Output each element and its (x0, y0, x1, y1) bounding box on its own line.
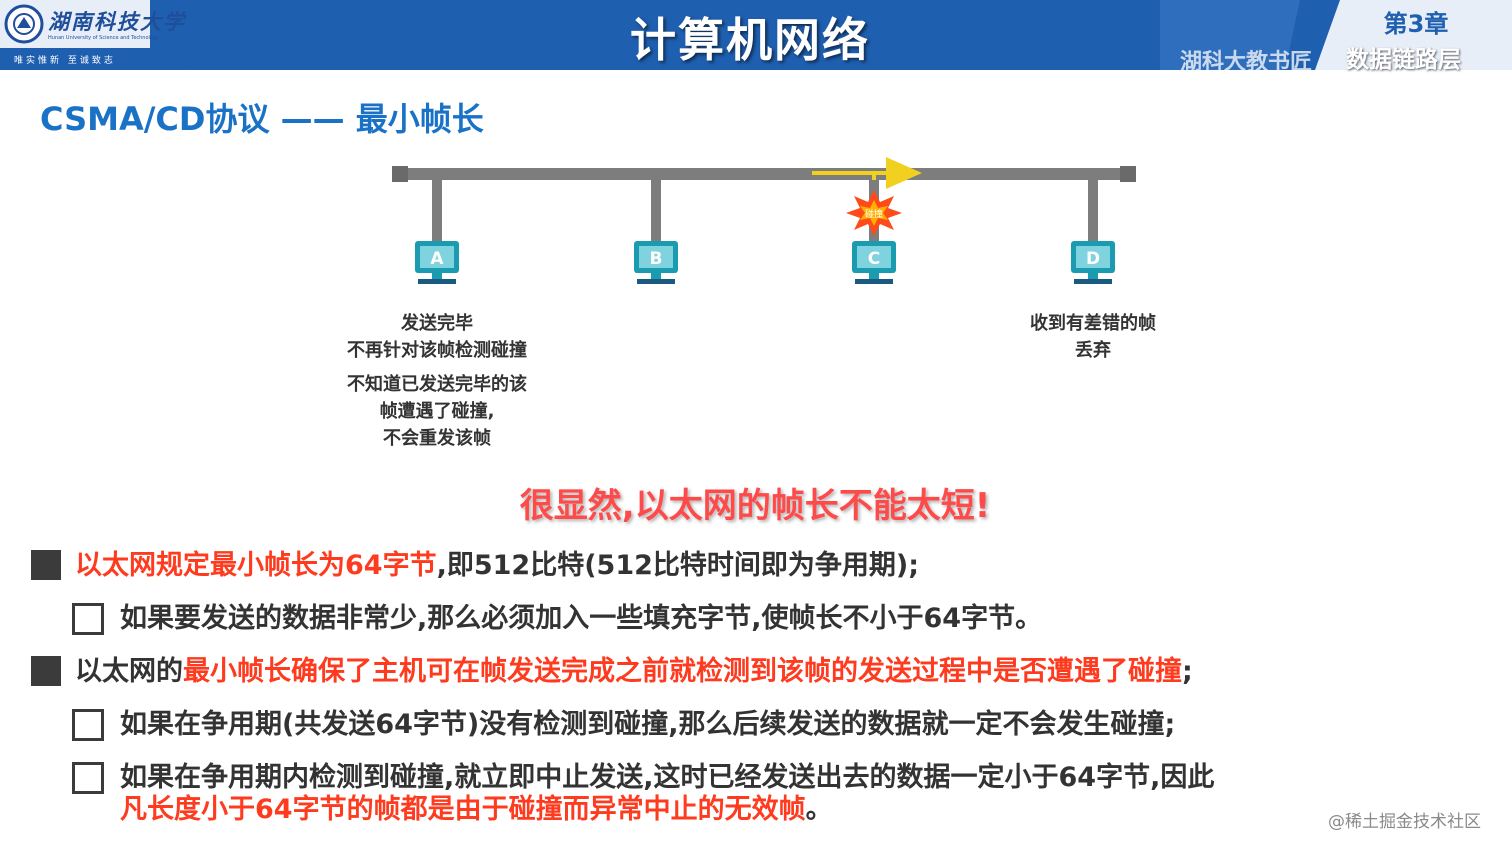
bus-cable (392, 166, 1136, 182)
bullet-1: 以太网规定最小帧长为64字节,即512比特(512比特时间即为争用期); (31, 550, 919, 582)
host-a-label: A (430, 249, 444, 269)
caption-line: 丢弃 (1075, 340, 1111, 361)
collision-burst-icon: 碰撞 (846, 190, 902, 236)
collision-label: 碰撞 (865, 208, 883, 220)
bullet-plain-text: 。 (805, 794, 833, 825)
chapter-subtitle: 数据链路层 (1346, 47, 1461, 73)
slide-header: 湖南科技大学 Hunan University of Science and T… (0, 0, 1512, 75)
host-a: A (415, 241, 459, 284)
host-b: B (634, 241, 678, 284)
host-c: C (852, 241, 896, 284)
bullet-red-text: 凡长度小于64字节的帧都是由于碰撞而异常中止的无效帧 (120, 794, 806, 825)
university-name: 湖南科技大学 (48, 9, 186, 34)
bullet-plain-text: ; (1182, 656, 1193, 687)
chapter-number: 第3章 (1383, 10, 1449, 38)
bullet-text: 以太网规定最小帧长为64字节,即512比特(512比特时间即为争用期); (75, 550, 919, 582)
course-title: 计算机网络 (630, 13, 870, 67)
bullet-line-2: 凡长度小于64字节的帧都是由于碰撞而异常中止的无效帧。 (120, 794, 1214, 826)
university-logo: 湖南科技大学 Hunan University of Science and T… (0, 0, 200, 70)
overlay-watermark: 湖科大教书匠 (1180, 50, 1313, 75)
open-square-bullet-icon (72, 603, 104, 635)
university-motto: 唯实惟新 至诚致志 (14, 56, 116, 66)
drop-line-a (432, 180, 442, 242)
open-square-bullet-icon (72, 762, 104, 794)
filled-square-bullet-icon (31, 550, 61, 580)
bullet-2: 以太网的最小帧长确保了主机可在帧发送完成之前就检测到该帧的发送过程中是否遭遇了碰… (31, 656, 1193, 688)
caption-host-d: 收到有差错的帧 丢弃 (993, 310, 1193, 364)
drop-line-b (651, 180, 661, 242)
host-b-label: B (650, 249, 663, 269)
host-d: D (1071, 241, 1115, 284)
bullet-plain-text: 以太网的 (75, 656, 183, 687)
caption-line: 发送完毕 (401, 313, 473, 334)
caption-line: 帧遭遇了碰撞, (379, 401, 495, 422)
bus-network-diagram: 碰撞 A B C D (392, 157, 1136, 284)
bullet-red-text: 以太网规定最小帧长为64字节 (75, 550, 437, 581)
bullet-2-sub-2: 如果在争用期内检测到碰撞,就立即中止发送,这时已经发送出去的数据一定小于64字节… (72, 762, 1214, 826)
caption-line: 不会重发该帧 (383, 428, 491, 449)
bullet-1-sub: 如果要发送的数据非常少,那么必须加入一些填充字节,使帧长不小于64字节。 (72, 603, 1042, 635)
caption-host-a-unaware: 不知道已发送完毕的该 帧遭遇了碰撞, 不会重发该帧 (317, 371, 557, 452)
university-emblem-icon (4, 4, 44, 44)
university-name-en: Hunan University of Science and Technolo… (48, 35, 160, 41)
bullet-text: 如果要发送的数据非常少,那么必须加入一些填充字节,使帧长不小于64字节。 (120, 603, 1043, 634)
bullet-2-sub-1: 如果在争用期(共发送64字节)没有检测到碰撞,那么后续发送的数据就一定不会发生碰… (72, 709, 1175, 741)
caption-line: 不知道已发送完毕的该 (347, 374, 527, 395)
host-d-label: D (1086, 249, 1100, 269)
caption-line: 不再针对该帧检测碰撞 (347, 340, 527, 361)
bullet-text: 如果在争用期(共发送64字节)没有检测到碰撞,那么后续发送的数据就一定不会发生碰… (120, 709, 1176, 740)
open-square-bullet-icon (72, 709, 104, 741)
bullet-text: 如果在争用期内检测到碰撞,就立即中止发送,这时已经发送出去的数据一定小于64字节… (120, 762, 1214, 826)
bullet-text: 以太网的最小帧长确保了主机可在帧发送完成之前就检测到该帧的发送过程中是否遭遇了碰… (75, 656, 1193, 688)
caption-line: 收到有差错的帧 (1030, 313, 1156, 334)
site-watermark: @稀土掘金技术社区 (1328, 812, 1481, 832)
header-background (0, 0, 1512, 70)
drop-line-d (1088, 180, 1098, 242)
host-c-label: C (868, 249, 880, 269)
highlight-statement: 很显然,以太网的帧长不能太短! (519, 486, 991, 526)
filled-square-bullet-icon (31, 656, 61, 686)
bullet-red-text: 最小帧长确保了主机可在帧发送完成之前就检测到该帧的发送过程中是否遭遇了碰撞 (183, 656, 1182, 687)
slide-title: CSMA/CD协议 —— 最小帧长 (40, 100, 484, 138)
bullet-line-1: 如果在争用期内检测到碰撞,就立即中止发送,这时已经发送出去的数据一定小于64字节… (120, 762, 1215, 793)
bullet-plain-text: ,即512比特(512比特时间即为争用期); (436, 550, 920, 581)
caption-host-a-sent: 发送完毕 不再针对该帧检测碰撞 (317, 310, 557, 364)
